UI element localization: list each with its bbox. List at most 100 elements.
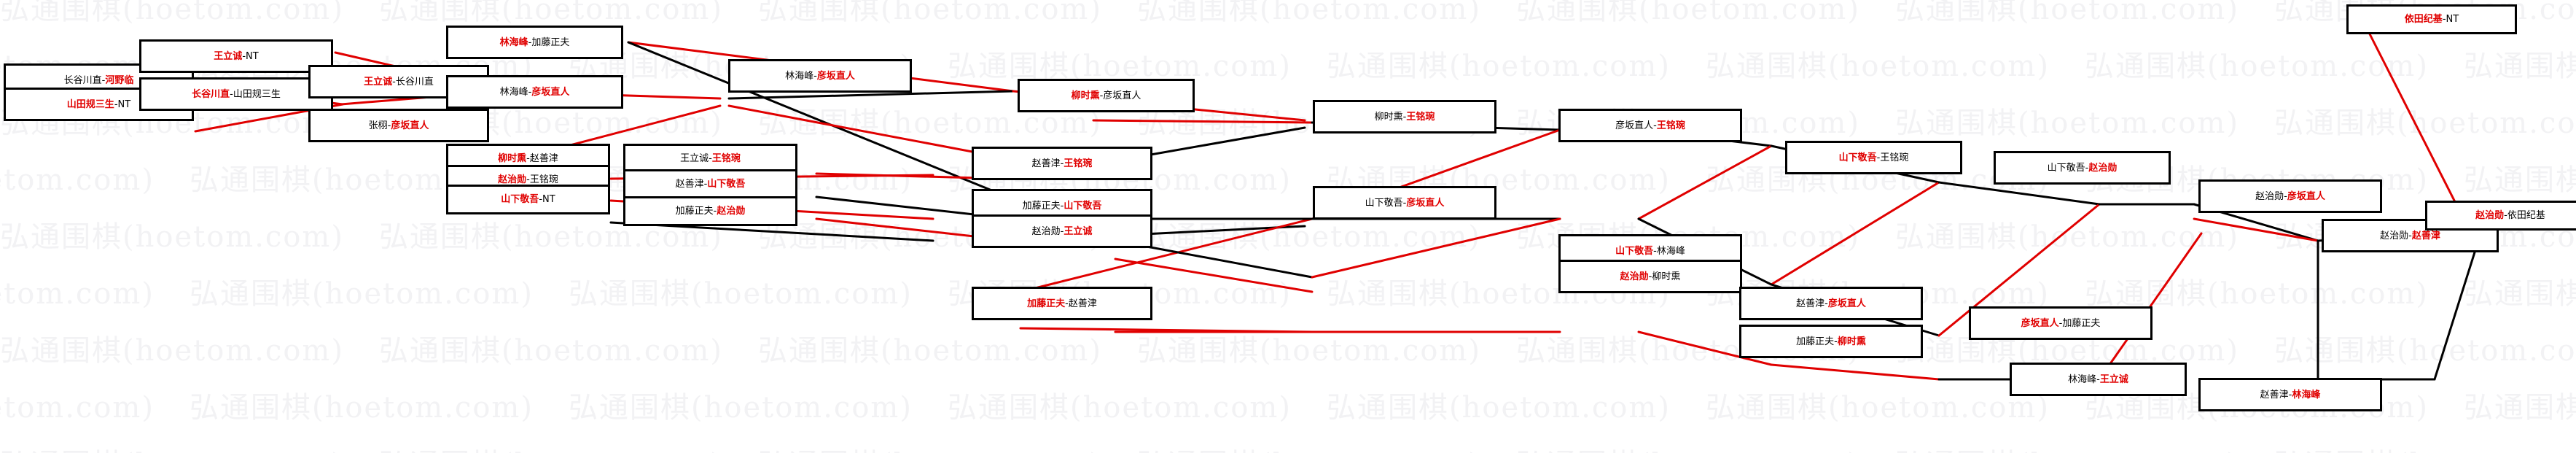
match-box[interactable]: 赵治勋-王立诚 <box>972 214 1152 248</box>
match-box[interactable]: 赵治勋-依田纪基 <box>2425 201 2576 231</box>
vs-separator: - <box>2284 190 2287 202</box>
player-winner: 王铭琬 <box>1406 111 1435 123</box>
watermark-text: 弘通围棋(hoetom.com) <box>0 220 344 254</box>
vs-separator: - <box>2085 162 2089 174</box>
match-box[interactable]: 山下敬吾-彦坂直人 <box>1313 186 1496 220</box>
match-box[interactable]: 山下敬吾-赵治勋 <box>1994 151 2171 185</box>
player-loser: 山下敬吾 <box>2047 162 2085 174</box>
match-box[interactable]: 山下敬吾-NT <box>446 185 610 214</box>
match-box[interactable]: 山下敬吾-王铭琬 <box>1785 141 1962 174</box>
match-box[interactable]: 赵善津-山下敬吾 <box>623 169 797 199</box>
match-box[interactable]: 王立诚-NT <box>139 39 333 73</box>
match-box[interactable]: 林海峰-彦坂直人 <box>728 59 912 93</box>
match-box[interactable]: 长谷川直-山田规三生 <box>139 77 333 111</box>
match-box[interactable]: 彦坂直人-王铭琬 <box>1558 109 1742 142</box>
player-loser: NT <box>246 50 259 62</box>
player-winner: 赵善津 <box>2411 230 2440 241</box>
vs-separator: - <box>1065 298 1069 309</box>
player-winner: 彦坂直人 <box>391 120 429 131</box>
vs-separator: - <box>539 194 543 205</box>
player-loser: 赵治勋 <box>2255 190 2284 202</box>
vs-separator: - <box>114 98 118 110</box>
player-winner: 彦坂直人 <box>816 70 855 82</box>
watermark-text: 弘通围棋(hoetom.com) <box>758 0 1102 26</box>
player-loser: 赵善津 <box>529 153 558 164</box>
player-winner: 彦坂直人 <box>2287 190 2325 202</box>
player-loser: 彦坂直人 <box>1615 120 1654 131</box>
watermark-text: 弘通围棋(hoetom.com) <box>1516 441 1860 453</box>
player-winner: 彦坂直人 <box>1406 197 1445 209</box>
player-winner: 山下敬吾 <box>1615 245 1654 257</box>
match-box[interactable]: 加藤正夫-赵治勋 <box>623 196 797 226</box>
watermark-text: 弘通围棋(hoetom.com) <box>1137 0 1481 26</box>
player-loser: 长谷川直 <box>395 76 434 88</box>
watermark-text: 弘通围棋(hoetom.com) <box>2274 441 2576 453</box>
vs-separator: - <box>387 120 391 131</box>
player-loser: 加藤正夫 <box>675 206 714 217</box>
player-winner: 柳时熏 <box>1071 90 1100 101</box>
player-winner: 赵治勋 <box>498 174 527 185</box>
player-winner: 山田规三生 <box>66 98 114 110</box>
watermark-text: 弘通围棋(hoetom.com) <box>1706 391 2050 425</box>
player-loser: 长谷川直 <box>63 74 102 86</box>
watermark-text: 弘通围棋(hoetom.com) <box>379 0 723 26</box>
watermark-text: 弘通围棋(hoetom.com) <box>379 334 723 368</box>
player-winner: 王立诚 <box>364 76 393 88</box>
watermark-text: 弘通围棋(hoetom.com) <box>0 391 155 425</box>
player-loser: 赵善津 <box>2260 389 2289 400</box>
watermark-text: 弘通围棋(hoetom.com) <box>2274 107 2576 140</box>
watermark-text: 弘通围棋(hoetom.com) <box>190 391 534 425</box>
match-box[interactable]: 加藤正夫-赵善津 <box>972 287 1152 320</box>
match-box[interactable]: 赵治勋-柳时熏 <box>1558 260 1742 293</box>
player-loser: NT <box>542 194 555 205</box>
match-box[interactable]: 依田纪基-NT <box>2346 4 2517 34</box>
player-winner: 赵治勋 <box>2088 162 2118 174</box>
match-box[interactable]: 赵善津-林海峰 <box>2198 378 2382 411</box>
vs-separator: - <box>1834 336 1838 347</box>
player-loser: 山田规三生 <box>233 88 281 100</box>
match-box[interactable]: 柳时熏-王铭琬 <box>1313 100 1496 133</box>
player-loser: 加藤正夫 <box>1796 336 1835 347</box>
player-loser: 彦坂直人 <box>1103 90 1141 101</box>
watermark-text: 弘通围棋(hoetom.com) <box>758 334 1102 368</box>
vs-separator: - <box>1653 120 1657 131</box>
player-loser: NT <box>2446 14 2459 25</box>
watermark-text: 弘通围棋(hoetom.com) <box>190 277 534 311</box>
watermark-text: 弘通围棋(hoetom.com) <box>0 277 155 311</box>
player-winner: 河野临 <box>105 74 134 86</box>
match-box[interactable]: 赵善津-王铭琬 <box>972 147 1152 180</box>
match-box[interactable]: 林海峰-加藤正夫 <box>446 26 623 59</box>
player-winner: 山下敬吾 <box>501 194 539 205</box>
vs-separator: - <box>526 174 530 185</box>
watermark-text: 弘通围棋(hoetom.com) <box>0 0 344 26</box>
match-box[interactable]: 赵善津-彦坂直人 <box>1739 287 1923 320</box>
match-box[interactable]: 赵治勋-彦坂直人 <box>2198 179 2382 213</box>
player-winner: 赵治勋 <box>2475 210 2505 221</box>
watermark-text: 弘通围棋(hoetom.com) <box>569 277 913 311</box>
match-box[interactable]: 加藤正夫-柳时熏 <box>1739 325 1923 358</box>
match-box[interactable]: 林海峰-王立诚 <box>2010 363 2187 396</box>
watermark-text: 弘通围棋(hoetom.com) <box>1137 441 1481 453</box>
match-box[interactable]: 柳时熏-彦坂直人 <box>1018 79 1195 112</box>
watermark-text: 弘通围棋(hoetom.com) <box>1516 0 1860 26</box>
player-winner: 王铭琬 <box>1063 158 1093 169</box>
player-loser: 林海峰 <box>499 86 528 98</box>
match-box[interactable]: 林海峰-彦坂直人 <box>446 75 623 109</box>
player-winner: 彦坂直人 <box>1827 298 1866 309</box>
watermark-text: 弘通围棋(hoetom.com) <box>2464 391 2576 425</box>
vs-separator: - <box>1402 111 1407 123</box>
player-winner: 王铭琬 <box>711 153 741 164</box>
watermark-text: 弘通围棋(hoetom.com) <box>1327 50 1671 83</box>
match-box[interactable]: 张栩-彦坂直人 <box>308 109 489 142</box>
match-box[interactable]: 彦坂直人-加藤正夫 <box>1969 306 2152 340</box>
player-loser: NT <box>117 98 131 110</box>
player-loser: 王铭琬 <box>1880 152 1909 163</box>
player-winner: 加藤正夫 <box>1027 298 1066 309</box>
player-loser: 林海峰 <box>1656 245 1685 257</box>
player-winner: 柳时熏 <box>1837 336 1866 347</box>
player-loser: 加藤正夫 <box>531 36 570 48</box>
player-winner: 彦坂直人 <box>2021 317 2059 329</box>
player-loser: 加藤正夫 <box>1022 200 1061 212</box>
player-loser: 赵善津 <box>675 179 704 190</box>
